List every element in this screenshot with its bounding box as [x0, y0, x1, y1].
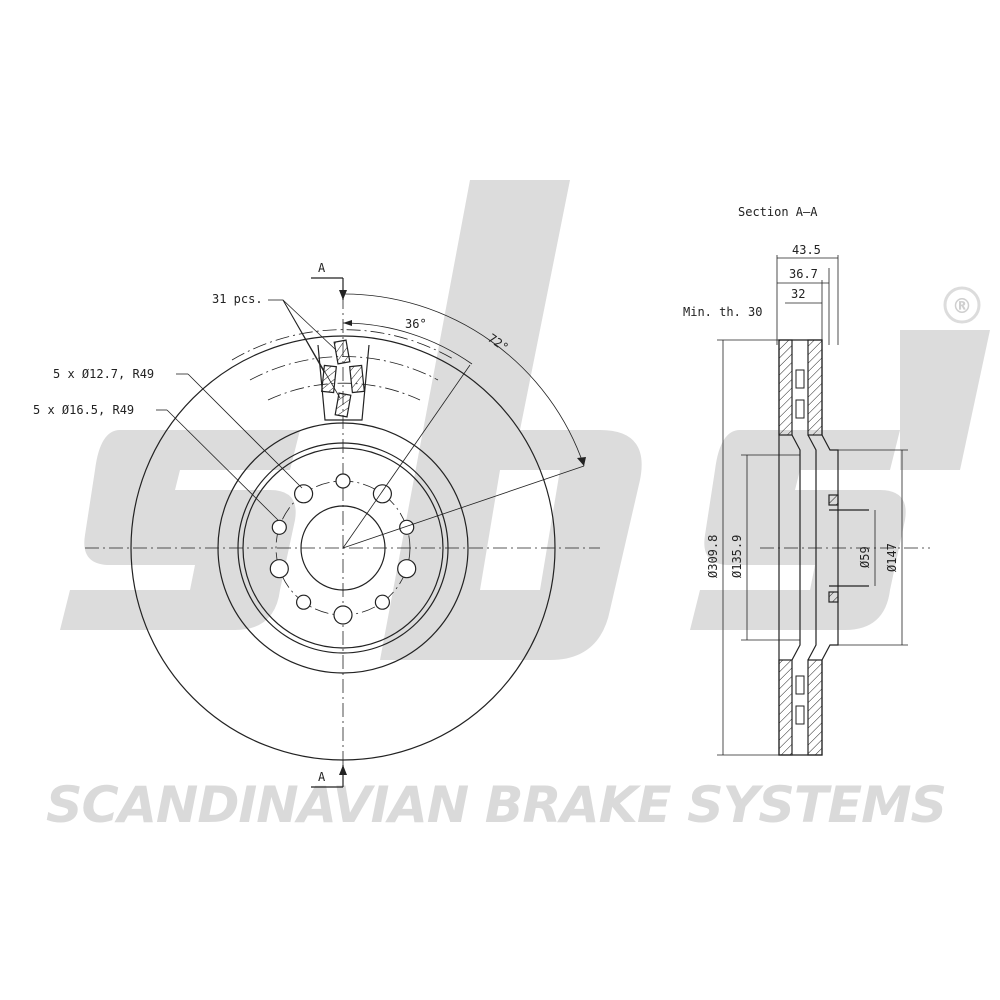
- section-title: Section A–A: [738, 205, 818, 219]
- hat-step-edge: [242, 447, 444, 649]
- sbs-watermark-logo: [60, 180, 990, 660]
- svg-text:A: A: [318, 770, 326, 784]
- small-bolt-hole: [271, 519, 287, 535]
- dia-outer-label: Ø309.8: [706, 535, 720, 578]
- small-bolt-hole: [335, 473, 351, 489]
- large-bolt-hole: [333, 605, 353, 625]
- dia-hat-label: Ø135.9: [730, 535, 744, 578]
- vane-arc-3: [267, 382, 421, 401]
- small-bolt-hole: [296, 594, 312, 610]
- width-mid-label: 36.7: [789, 267, 818, 281]
- front-view: A A 36° 72° 31 pcs.: [33, 261, 600, 788]
- bolt-holes: [269, 473, 417, 625]
- min-thickness-label: Min. th. 30: [683, 305, 762, 319]
- small-bolt-hole: [374, 594, 390, 610]
- disc-outer-edge: [130, 335, 556, 761]
- section-view: Section A–A 43.5 36.7 32 Min. th. 30: [683, 205, 930, 756]
- width-inner-label: 32: [791, 287, 805, 301]
- brand-tagline: SCANDINAVIAN BRAKE SYSTEMS: [46, 776, 946, 834]
- registered-mark: ®: [943, 286, 981, 324]
- section-marker-top: A: [311, 261, 347, 300]
- vane-arc-1: [231, 329, 456, 361]
- hole-large-leader: 5 x Ø16.5, R49: [33, 403, 279, 521]
- section-marker-bottom: A: [311, 765, 347, 788]
- large-bolt-hole: [397, 559, 417, 579]
- small-bolt-hole: [399, 519, 415, 535]
- svg-text:®: ®: [952, 294, 972, 318]
- vanes-leader: 31 pcs.: [212, 292, 341, 399]
- center-bore: [300, 505, 386, 591]
- vane-detail: [317, 339, 370, 421]
- angle-dimension-36: 36°: [342, 317, 473, 549]
- large-bolt-hole: [294, 484, 314, 504]
- hole-small-leader: 5 x Ø12.7, R49: [53, 367, 303, 489]
- dia-center-label: Ø59: [858, 546, 872, 568]
- width-total-label: 43.5: [792, 243, 821, 257]
- dia-flange-label: Ø147: [885, 543, 899, 572]
- width-dimensions: 43.5 36.7 32: [776, 243, 839, 345]
- svg-text:36°: 36°: [405, 317, 427, 331]
- svg-text:5 x Ø12.7, R49: 5 x Ø12.7, R49: [53, 367, 154, 381]
- svg-text:5 x Ø16.5, R49: 5 x Ø16.5, R49: [33, 403, 134, 417]
- hat-outer-edge: [237, 442, 449, 654]
- large-bolt-hole: [269, 559, 289, 579]
- diameter-dimensions: Ø309.8 Ø135.9 Ø59 Ø147: [706, 339, 908, 756]
- friction-ring-inner-edge: [217, 422, 469, 674]
- svg-text:31 pcs.: 31 pcs.: [212, 292, 263, 306]
- svg-text:A: A: [318, 261, 326, 275]
